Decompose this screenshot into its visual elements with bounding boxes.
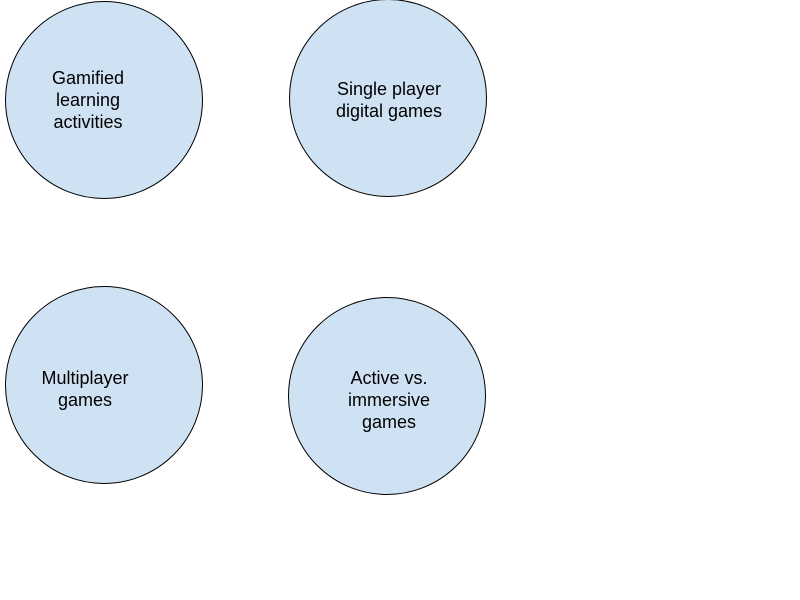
label-line: Gamified <box>51 68 125 88</box>
single-player-digital-games-label: Single player digital games <box>289 78 489 122</box>
label-line: activities <box>53 112 123 132</box>
label-line: Multiplayer <box>41 368 129 388</box>
gamified-learning-activities-label: Gamified learning activities <box>0 67 176 133</box>
label-line: Single player <box>336 79 442 99</box>
label-line: games <box>361 412 417 432</box>
label-line: immersive <box>347 390 430 410</box>
multiplayer-games-node <box>5 286 203 484</box>
single-player-digital-games-node <box>289 0 487 197</box>
gamified-learning-activities-node <box>5 1 203 199</box>
label-line: Active vs. <box>350 368 428 388</box>
label-line: games <box>57 390 113 410</box>
active-vs-immersive-games-node <box>288 297 486 495</box>
active-vs-immersive-games-label: Active vs. immersive games <box>289 367 489 433</box>
label-line: learning <box>55 90 121 110</box>
label-line: digital games <box>335 101 443 121</box>
multiplayer-games-label: Multiplayer games <box>0 367 170 411</box>
